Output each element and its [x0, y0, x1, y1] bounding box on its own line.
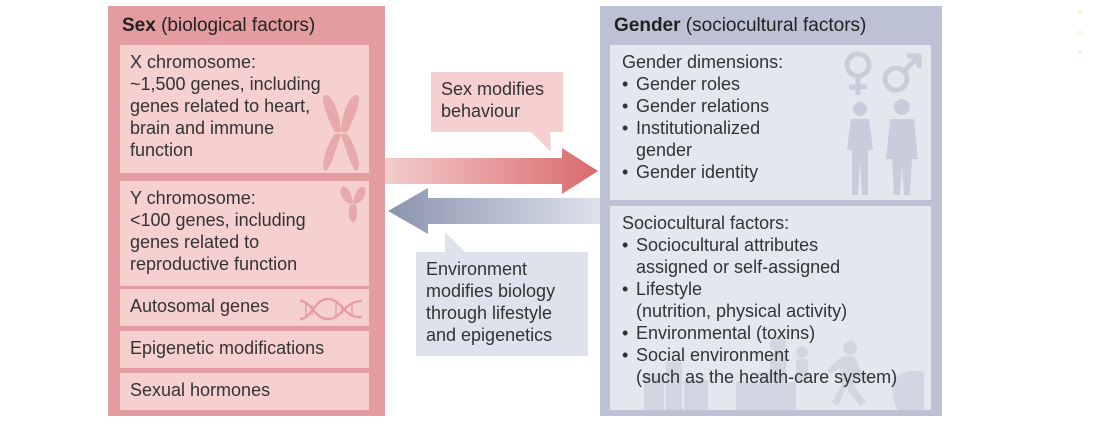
list-item: Gender relations: [622, 95, 921, 117]
gender-to-sex-arrow: [388, 188, 600, 234]
autosomal-genes-label: Autosomal genes: [130, 296, 270, 316]
gender-dimensions-list: Gender roles Gender relations Institutio…: [622, 73, 921, 183]
list-item: Social environment (such as the health-c…: [622, 344, 921, 388]
sex-modifies-callout: Sex modifies behaviour: [431, 72, 563, 132]
epigenetic-modifications-box: Epigenetic modifications: [120, 331, 369, 368]
environment-callout-pointer: [445, 232, 466, 253]
gender-panel: Gender (sociocultural factors) Gende: [600, 6, 942, 416]
list-item: Sociocultural attributes assigned or sel…: [622, 234, 921, 278]
x-chromosome-title: X chromosome:: [130, 52, 257, 72]
environment-modifies-callout: Environment modifies biology through lif…: [416, 252, 588, 356]
y-chromosome-text: <100 genes, including genes related to r…: [130, 210, 306, 274]
gender-dimensions-box: Gender dimensions: Gender roles Gender r…: [610, 45, 931, 200]
sexual-hormones-label: Sexual hormones: [130, 380, 271, 400]
sex-panel-title: Sex (biological factors): [122, 15, 316, 36]
y-chromosome-title: Y chromosome:: [130, 188, 256, 208]
list-item: Institutionalized gender: [622, 117, 921, 161]
edge-dots-decoration: [1078, 10, 1082, 54]
list-item: Environmental (toxins): [622, 322, 921, 344]
autosomal-genes-box: Autosomal genes: [120, 289, 369, 326]
sex-callout-pointer: [530, 131, 551, 152]
sex-to-gender-arrow: [385, 148, 598, 194]
sociocultural-factors-box: Sociocultural factors: Sociocultural att…: [610, 206, 931, 410]
sociocultural-factors-list: Sociocultural attributes assigned or sel…: [622, 234, 921, 388]
list-item: Gender identity: [622, 161, 921, 183]
list-item: Gender roles: [622, 73, 921, 95]
sociocultural-factors-title: Sociocultural factors:: [622, 213, 790, 233]
list-item: Lifestyle (nutrition, physical activity): [622, 278, 921, 322]
sexual-hormones-box: Sexual hormones: [120, 373, 369, 410]
gender-dimensions-title: Gender dimensions:: [622, 52, 784, 72]
gender-panel-title: Gender (sociocultural factors): [614, 15, 867, 36]
x-chromosome-text: ~1,500 genes, including genes related to…: [130, 74, 321, 160]
epigenetic-modifications-label: Epigenetic modifications: [130, 338, 325, 358]
